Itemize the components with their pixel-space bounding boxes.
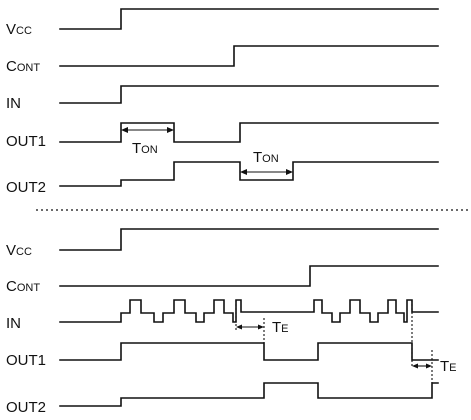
label-cont-top: CONT [6, 58, 40, 75]
vcc-waveform-top [59, 8, 439, 30]
te-label-2: TE [440, 358, 457, 375]
label-out2-top: OUT2 [6, 179, 46, 196]
out1-waveform-top [59, 122, 439, 143]
label-out2-bottom: OUT2 [6, 399, 46, 416]
te-label-1: TE [272, 319, 289, 336]
te-arrow-2 [412, 363, 432, 369]
te-arrow-1 [236, 324, 264, 330]
cont-waveform-bottom [59, 265, 439, 287]
label-cont-bottom: CONT [6, 278, 40, 295]
out2-waveform-top [59, 161, 439, 187]
label-in-top: IN [6, 95, 21, 112]
label-vcc-bottom: VCC [6, 242, 32, 259]
ton-label-2: TON [253, 149, 279, 166]
label-out1-bottom: OUT1 [6, 352, 46, 369]
in-waveform-top [59, 85, 439, 104]
label-out1-top: OUT1 [6, 133, 46, 150]
cont-waveform-top [59, 45, 439, 67]
bottom-panel: VCC CONT IN OUT1 OUT2 TE TE [6, 228, 457, 416]
out2-waveform-bottom [59, 382, 439, 407]
label-in-bottom: IN [6, 315, 21, 332]
top-panel: VCC CONT IN OUT1 OUT2 TON TON [6, 8, 439, 196]
ton-arrow-2 [240, 169, 293, 175]
vcc-waveform-bottom [59, 228, 439, 251]
out1-waveform-bottom [59, 342, 439, 361]
in-waveform-bottom [59, 299, 439, 323]
ton-label-1: TON [132, 140, 158, 157]
ton-arrow-1 [121, 127, 174, 133]
label-vcc-top: VCC [6, 21, 32, 38]
